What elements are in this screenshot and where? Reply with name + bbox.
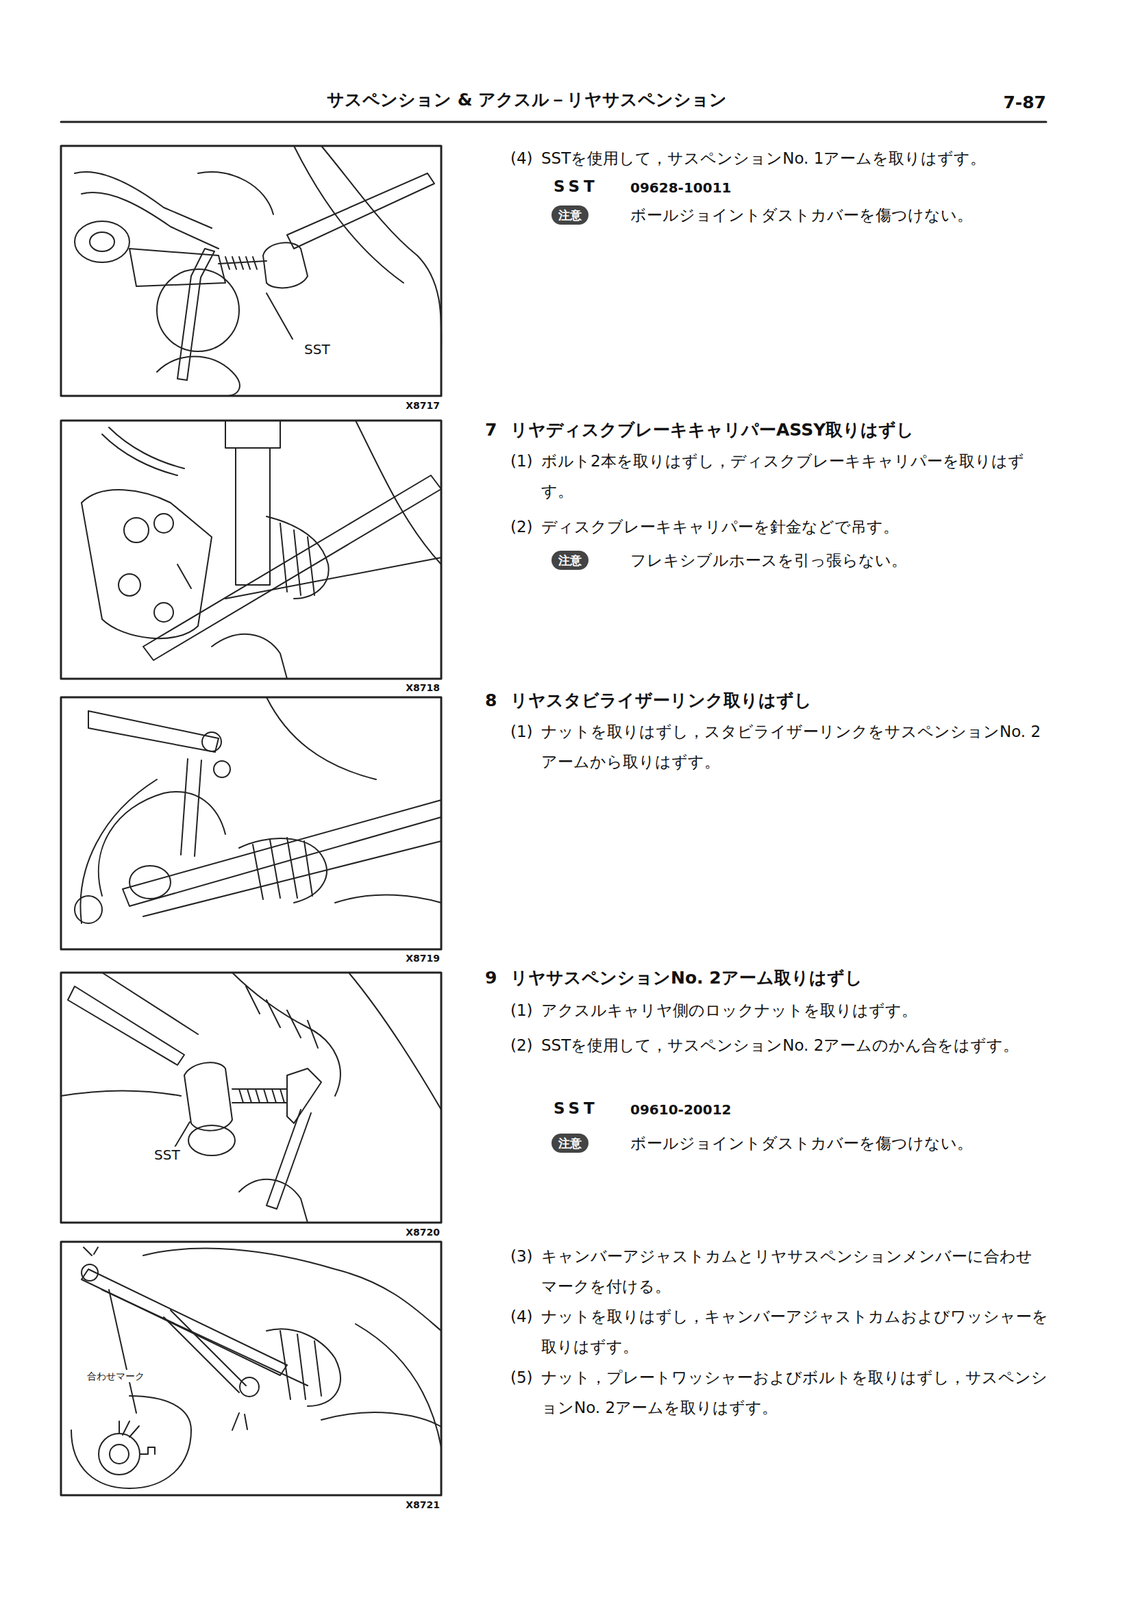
section-number: 7 (485, 415, 497, 446)
sst-number: 09628-10011 (630, 172, 731, 203)
caution-text: フレキシブルホースを引っ張らない。 (630, 545, 908, 576)
caution-text: ボールジョイントダストカバーを傷つけない。 (630, 1128, 973, 1159)
page-header: サスペンション & アクスル－リヤサスペンション (326, 84, 727, 116)
figure-arm-removal (60, 145, 442, 396)
sst-label: SST (553, 171, 599, 202)
figure-code: X8720 (405, 1226, 440, 1239)
figure-code: X8721 (405, 1498, 440, 1512)
section-number: 8 (485, 685, 497, 716)
figure-stabilizer-link (60, 697, 442, 950)
step-text: ボルト2本を取りはずし，ディスクブレーキキャリパーを取りはずす。 (541, 445, 1049, 507)
step-text: SSTを使用して，サスペンションNo. 1アームを取りはずす。 (541, 143, 1049, 174)
step-text: ナットを取りはずし，スタビライザーリンクをサスペンションNo. 2アームから取り… (541, 716, 1049, 777)
caution-badge: 注意 (551, 550, 589, 570)
step-text: アクスルキャリヤ側のロックナットを取りはずす。 (541, 995, 1049, 1026)
tool-callout: SST (302, 341, 333, 358)
step-number: (1) (510, 445, 534, 477)
step-text: ナットを取りはずし，キャンバーアジャストカムおよびワッシャーを取りはずす。 (541, 1301, 1049, 1362)
step-number: (2) (510, 511, 534, 542)
caution-badge: 注意 (551, 1133, 589, 1154)
step-number: (1) (510, 716, 534, 747)
figure-code: X8717 (405, 399, 440, 412)
step-text: ナット，プレートワッシャーおよびボルトを取りはずし，サスペンションNo. 2アー… (541, 1362, 1049, 1423)
caution-text: ボールジョイントダストカバーを傷つけない。 (630, 200, 973, 231)
section-title: リヤサスペンションNo. 2アーム取りはずし (510, 963, 863, 994)
figure-no2-arm-separation (60, 972, 442, 1223)
step-number: (2) (510, 1030, 534, 1061)
mark-callout: 合わせマーク (85, 1370, 146, 1383)
tool-callout: SST (152, 1146, 183, 1164)
figure-code: X8718 (405, 681, 440, 695)
step-text: キャンバーアジャストカムとリヤサスペンションメンバーに合わせマークを付ける。 (541, 1241, 1049, 1302)
step-number: (1) (510, 995, 534, 1026)
step-number: (4) (510, 143, 534, 174)
step-number: (4) (510, 1301, 534, 1332)
section-number: 9 (485, 963, 497, 994)
sst-number: 09610-20012 (630, 1094, 731, 1125)
section-title: リヤディスクブレーキキャリパーASSY取りはずし (510, 415, 914, 446)
step-text: SSTを使用して，サスペンションNo. 2アームのかん合をはずす。 (541, 1030, 1049, 1061)
section-title: リヤスタビライザーリンク取りはずし (510, 685, 812, 716)
figure-code: X8719 (405, 952, 440, 965)
step-number: (5) (510, 1362, 534, 1393)
figure-camber-cam (60, 1242, 442, 1496)
step-text: ディスクブレーキキャリパーを針金などで吊す。 (541, 511, 1049, 542)
sst-label: SST (553, 1093, 599, 1124)
figure-caliper-removal (60, 420, 442, 679)
page-number: 7-87 (1002, 87, 1047, 118)
caution-badge: 注意 (551, 205, 589, 225)
header-rule (60, 121, 1047, 124)
step-number: (3) (510, 1241, 534, 1272)
